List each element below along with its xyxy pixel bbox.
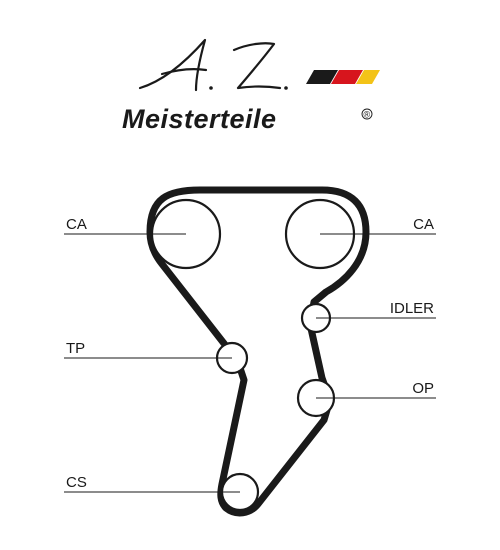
- registered-mark-ring: [361, 108, 373, 120]
- flag-stripe-gold: [356, 70, 380, 84]
- component-labels: CA CA IDLER TP OP CS: [66, 216, 434, 491]
- label-idler: IDLER: [390, 300, 434, 317]
- logo-flag-stripes: [306, 70, 380, 84]
- logo-wordmark: Meisterteile: [122, 104, 277, 134]
- pulleys: [150, 198, 356, 512]
- leader-lines: [64, 233, 436, 493]
- logo-script-initials: [138, 38, 288, 92]
- label-cs: CS: [66, 474, 87, 491]
- label-ca-right: CA: [413, 216, 434, 233]
- registered-mark: ®: [364, 110, 371, 120]
- label-ca-left: CA: [66, 216, 87, 233]
- label-tp: TP: [66, 340, 85, 357]
- brand-logo: Meisterteile ®: [122, 38, 380, 134]
- flag-stripe-red: [331, 70, 363, 84]
- flag-stripe-black: [306, 70, 338, 84]
- label-op: OP: [412, 380, 434, 397]
